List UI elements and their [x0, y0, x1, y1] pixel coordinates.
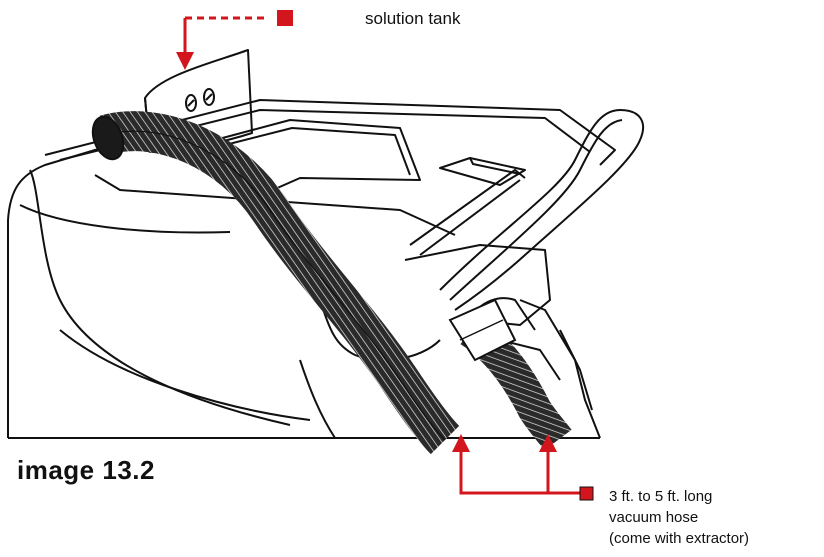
vacuum-hose-label-line: 3 ft. to 5 ft. long — [609, 488, 713, 505]
up-arrow-icon — [452, 434, 470, 452]
vacuum-hose-label-line: (come with extractor) — [609, 530, 750, 547]
vacuum-hose — [91, 111, 572, 455]
vacuum-hose-label-line: vacuum hose — [609, 509, 699, 526]
solution-tank-label: solution tank — [365, 9, 461, 28]
vacuum-hose-callout — [452, 434, 594, 501]
square-marker-icon — [579, 486, 594, 501]
extractor-body — [7, 49, 645, 439]
square-marker-icon — [277, 10, 293, 26]
figure-caption: image 13.2 — [17, 455, 155, 485]
down-arrow-icon — [176, 52, 194, 70]
vacuum-hose-label: 3 ft. to 5 ft. long vacuum hose (come wi… — [609, 486, 749, 549]
solution-tank-callout — [176, 10, 293, 70]
up-arrow-icon — [539, 434, 557, 452]
